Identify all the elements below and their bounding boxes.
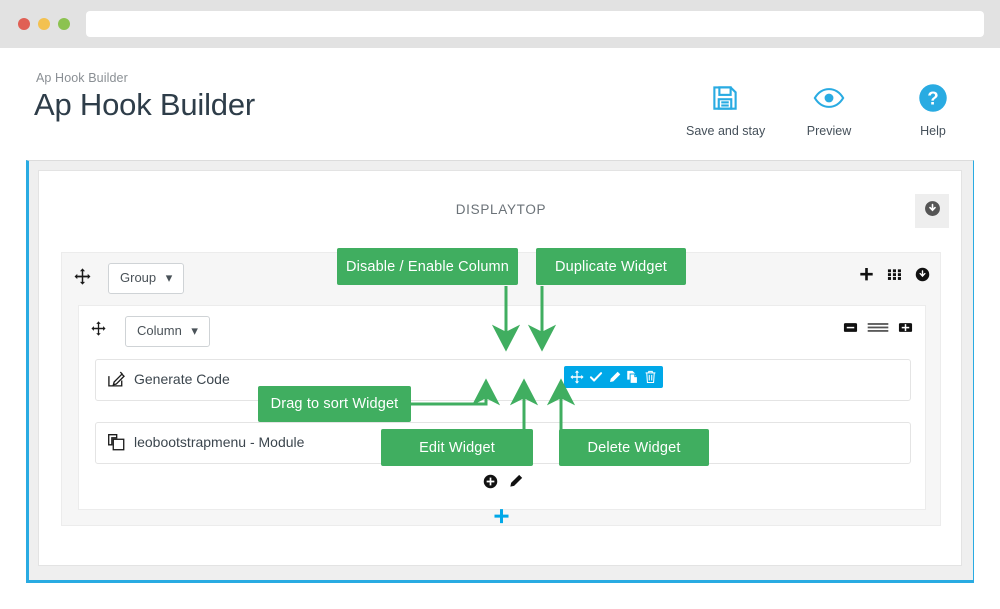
callout-delete-widget: Delete Widget (559, 429, 709, 466)
arrows-move-icon[interactable] (91, 321, 106, 341)
floppy-disk-icon (686, 81, 764, 115)
page-header: Ap Hook Builder Ap Hook Builder Save and… (0, 48, 1000, 156)
traffic-lights (18, 18, 70, 30)
minus-square-icon[interactable] (843, 320, 858, 335)
save-and-stay-button[interactable]: Save and stay (686, 81, 766, 138)
question-circle-icon: ? (894, 81, 972, 115)
arrow-down-circle-icon (924, 200, 941, 222)
trash-icon[interactable] (644, 370, 657, 384)
group-block: Group ▾ (61, 252, 941, 526)
save-and-stay-label: Save and stay (686, 124, 766, 138)
group-tools (859, 267, 930, 282)
hook-panel: DISPLAYTOP Group ▾ (38, 170, 962, 566)
column-dropdown-label: Column (137, 323, 182, 338)
column-block: Column ▾ (78, 305, 926, 510)
eye-icon (790, 81, 868, 115)
callout-edit-widget: Edit Widget (381, 429, 533, 466)
help-button[interactable]: ? Help (894, 81, 972, 138)
hook-collapse-button[interactable] (915, 194, 949, 228)
minimize-window-button[interactable] (38, 18, 50, 30)
bars-icon[interactable] (867, 320, 889, 335)
address-bar-input[interactable] (86, 11, 984, 37)
pencil-icon[interactable] (608, 371, 621, 384)
plus-icon[interactable] (859, 267, 874, 282)
arrow-down-circle-icon[interactable] (915, 267, 930, 282)
arrows-move-icon[interactable] (74, 268, 91, 290)
preview-label: Preview (806, 124, 852, 138)
grid-icon[interactable] (887, 267, 902, 282)
pencil-square-icon (107, 370, 126, 394)
maximize-window-button[interactable] (58, 18, 70, 30)
plus-square-icon[interactable] (898, 320, 913, 335)
group-toolbar: Group ▾ (62, 253, 942, 305)
widget-toolbar (564, 366, 663, 388)
hook-name-label: DISPLAYTOP (455, 202, 547, 217)
column-dropdown[interactable]: Column ▾ (125, 316, 210, 347)
widget-label: leobootstrapmenu - Module (134, 434, 305, 450)
callout-disable-enable-column: Disable / Enable Column (337, 248, 518, 285)
help-label: Help (920, 124, 946, 138)
svg-text:?: ? (927, 88, 938, 109)
arrows-move-icon[interactable] (570, 370, 584, 384)
close-window-button[interactable] (18, 18, 30, 30)
browser-chrome (0, 0, 1000, 48)
widget-row[interactable]: Generate Code (95, 359, 911, 401)
header-actions: Save and stay Preview ? Help (686, 81, 972, 138)
page-title: Ap Hook Builder (34, 87, 256, 122)
hook-container: DISPLAYTOP Group ▾ (26, 160, 974, 583)
check-icon[interactable] (589, 370, 603, 384)
widget-label: Generate Code (134, 371, 230, 387)
column-tools (843, 320, 913, 335)
group-dropdown-label: Group (120, 270, 157, 285)
add-group-button[interactable] (39, 508, 963, 525)
copy-icon[interactable] (626, 370, 639, 384)
chevron-down-icon: ▾ (191, 323, 198, 338)
preview-button[interactable]: Preview (790, 81, 868, 138)
clone-icon (107, 433, 126, 457)
chevron-down-icon: ▾ (165, 270, 173, 285)
group-dropdown[interactable]: Group ▾ (108, 263, 185, 294)
breadcrumb: Ap Hook Builder (36, 71, 128, 85)
plus-icon (493, 509, 509, 524)
column-footer-tools (79, 474, 927, 489)
pencil-icon[interactable] (508, 474, 523, 489)
callout-duplicate-widget: Duplicate Widget (536, 248, 686, 285)
callout-drag-to-sort-widget: Drag to sort Widget (258, 386, 411, 422)
plus-circle-icon[interactable] (483, 474, 498, 489)
